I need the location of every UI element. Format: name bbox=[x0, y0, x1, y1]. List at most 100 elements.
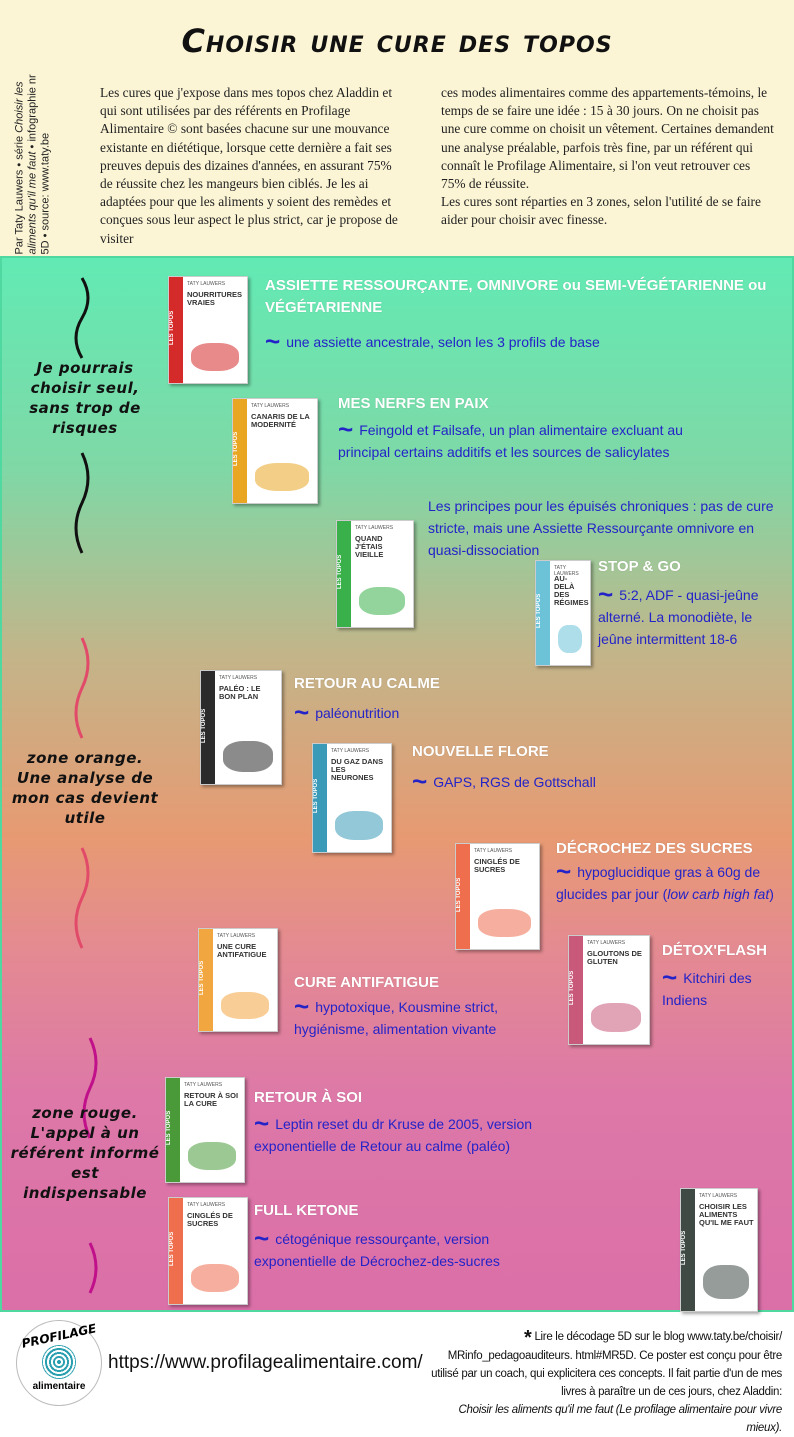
book-spine: LES TOPOS bbox=[169, 1198, 183, 1304]
tilde-icon: ~ bbox=[294, 697, 310, 727]
cure-title: NOUVELLE FLORE bbox=[412, 743, 549, 760]
profilage-logo: PROFILAGE alimentaire bbox=[16, 1320, 102, 1406]
book-spine: LES TOPOS bbox=[456, 844, 470, 949]
tilde-icon: ~ bbox=[254, 1108, 270, 1138]
cure-title: DÉTOX'FLASH bbox=[662, 942, 767, 959]
book-spine: LES TOPOS bbox=[536, 561, 550, 665]
cure-title: FULL KETONE bbox=[254, 1202, 359, 1219]
page-title: Choisir une cure des topos bbox=[181, 22, 613, 60]
cure-description: Les principes pour les épuisés chronique… bbox=[428, 495, 788, 561]
book-spine: LES TOPOS bbox=[169, 277, 183, 383]
book-author: TATY LAUWERS bbox=[187, 1202, 226, 1208]
book-cover: LES TOPOS TATY LAUWERS CINGLÉS DE SUCRES bbox=[168, 1197, 248, 1305]
credit: Par Taty Lauwers • série Choisir les ali… bbox=[13, 65, 53, 255]
cure-description: ~Kitchiri des Indiens bbox=[662, 964, 782, 1011]
fingerprint-icon bbox=[42, 1345, 76, 1379]
cure-description-text: 5:2, ADF - quasi-jeûne alterné. La monod… bbox=[598, 587, 759, 647]
tilde-icon: ~ bbox=[265, 326, 281, 356]
book-cover: LES TOPOS TATY LAUWERS RETOUR À SOI LA CUR… bbox=[165, 1077, 245, 1183]
intro-left: Les cures que j'expose dans mes topos ch… bbox=[100, 85, 398, 246]
cures-panel: Je pourrais choisir seul, sans trop de r… bbox=[0, 256, 794, 1312]
book-illustration bbox=[335, 810, 383, 840]
book-author: TATY LAUWERS bbox=[587, 940, 626, 946]
book-author: TATY LAUWERS bbox=[474, 848, 513, 854]
cure-description-end: ) bbox=[769, 886, 774, 902]
cure-description-text: hypoglucidique gras à 60g de glucides pa… bbox=[556, 864, 761, 902]
book-spine: LES TOPOS bbox=[569, 936, 583, 1044]
book-title: RETOUR À SOI LA CURE bbox=[184, 1091, 239, 1108]
book-illustration bbox=[191, 342, 239, 371]
tilde-icon: ~ bbox=[662, 962, 678, 992]
book-illustration bbox=[558, 625, 582, 653]
book-illustration bbox=[478, 909, 531, 937]
book-title: CANARIS DE LA MODERNITÉ bbox=[251, 412, 310, 429]
zone-wavy-lines bbox=[74, 277, 98, 1294]
cure-description-text: Feingold et Failsafe, un plan alimentair… bbox=[338, 422, 683, 460]
cure-description-text: cétogénique ressourçante, version expone… bbox=[254, 1231, 500, 1269]
book-spine: LES TOPOS bbox=[681, 1189, 695, 1311]
intro-right-p1: ces modes alimentaires comme des apparte… bbox=[441, 85, 774, 192]
tilde-icon: ~ bbox=[412, 766, 428, 796]
zone-red-label: zone rouge. L'appel à un référent inform… bbox=[10, 1104, 160, 1202]
intro-right: ces modes alimentaires comme des apparte… bbox=[441, 84, 776, 230]
book-illustration bbox=[591, 1002, 641, 1032]
cure-description-text: Kitchiri des Indiens bbox=[662, 970, 752, 1008]
cure-title: RETOUR À SOI bbox=[254, 1089, 363, 1106]
cure-description: ~hypotoxique, Kousmine strict, hygiénism… bbox=[294, 993, 559, 1040]
book-author: TATY LAUWERS bbox=[184, 1082, 223, 1088]
book-spine: LES TOPOS bbox=[199, 929, 213, 1031]
tilde-icon: ~ bbox=[294, 991, 310, 1021]
footer-note-text: Lire le décodage 5D sur le blog www.taty… bbox=[431, 1331, 782, 1398]
cure-description: ~hypoglucidique gras à 60g de glucides p… bbox=[556, 858, 776, 905]
book-spine: LES TOPOS bbox=[337, 521, 351, 627]
cure-description-text: hypotoxique, Kousmine strict, hygiénisme… bbox=[294, 999, 499, 1037]
header: Choisir une cure des topos Par Taty Lauw… bbox=[0, 0, 794, 256]
asterisk-icon: * bbox=[524, 1327, 532, 1349]
book-author: TATY LAUWERS bbox=[187, 281, 226, 287]
website-link[interactable]: https://www.profilagealimentaire.com/ bbox=[108, 1352, 423, 1373]
logo-text-bottom: alimentaire bbox=[32, 1381, 86, 1392]
footer-note: * Lire le décodage 5D sur le blog www.ta… bbox=[422, 1328, 782, 1437]
cure-description: ~ une assiette ancestrale, selon les 3 pr… bbox=[265, 328, 794, 354]
intro-right-p2: Les cures sont réparties en 3 zones, sel… bbox=[441, 194, 761, 228]
book-author: TATY LAUWERS bbox=[355, 525, 394, 531]
book-cover: LES TOPOS TATY LAUWERS CINGLÉS DE SUCRES bbox=[455, 843, 540, 950]
book-title: CINGLÉS DE SUCRES bbox=[187, 1211, 233, 1228]
tilde-icon: ~ bbox=[598, 579, 614, 609]
cure-description: ~5:2, ADF - quasi-jeûne alterné. La mono… bbox=[598, 581, 788, 650]
book-spine: LES TOPOS bbox=[201, 671, 215, 784]
book-cover: LES TOPOS TATY LAUWERS NOURRITURES VRAIES bbox=[168, 276, 248, 384]
book-title: NOURRITURES VRAIES bbox=[187, 290, 243, 307]
book-illustration bbox=[255, 463, 309, 491]
cure-description: ~Leptin reset du dr Kruse de 2005, versi… bbox=[254, 1110, 554, 1157]
cure-description: ~Feingold et Failsafe, un plan alimentai… bbox=[338, 416, 718, 463]
book-title: DU GAZ DANS LES NEURONES bbox=[331, 757, 384, 782]
credit-author: Par Taty Lauwers • série bbox=[13, 132, 26, 255]
tilde-icon: ~ bbox=[556, 856, 572, 886]
book-spine: LES TOPOS bbox=[313, 744, 327, 852]
footer-note-book: Choisir les aliments qu'il me faut (Le p… bbox=[458, 1404, 783, 1434]
book-title: CINGLÉS DE SUCRES bbox=[474, 857, 520, 874]
cure-description-text: paléonutrition bbox=[315, 705, 400, 721]
book-author: TATY LAUWERS bbox=[554, 565, 579, 577]
book-illustration bbox=[191, 1263, 239, 1292]
cure-title: DÉCROCHEZ DES SUCRES bbox=[556, 840, 753, 857]
tilde-icon: ~ bbox=[254, 1223, 270, 1253]
book-author: TATY LAUWERS bbox=[217, 933, 256, 939]
book-title: UNE CURE ANTIFATIGUE bbox=[217, 942, 267, 959]
zone-orange-label: zone orange. Une analyse de mon cas devi… bbox=[11, 749, 159, 827]
zone-green-label: Je pourrais choisir seul, sans trop de r… bbox=[29, 359, 141, 437]
cure-description: ~ GAPS, RGS de Gottschall bbox=[412, 768, 712, 794]
cure-description-text: une assiette ancestrale, selon les 3 pro… bbox=[286, 334, 600, 350]
book-spine: LES TOPOS bbox=[166, 1078, 180, 1182]
cure-description-italic: low carb high fat bbox=[667, 886, 770, 902]
cure-title: ASSIETTE RESSOURÇANTE, OMNIVORE ou SEMI-… bbox=[265, 277, 767, 316]
cure-description-text: GAPS, RGS de Gottschall bbox=[433, 774, 596, 790]
book-author: TATY LAUWERS bbox=[699, 1193, 738, 1199]
